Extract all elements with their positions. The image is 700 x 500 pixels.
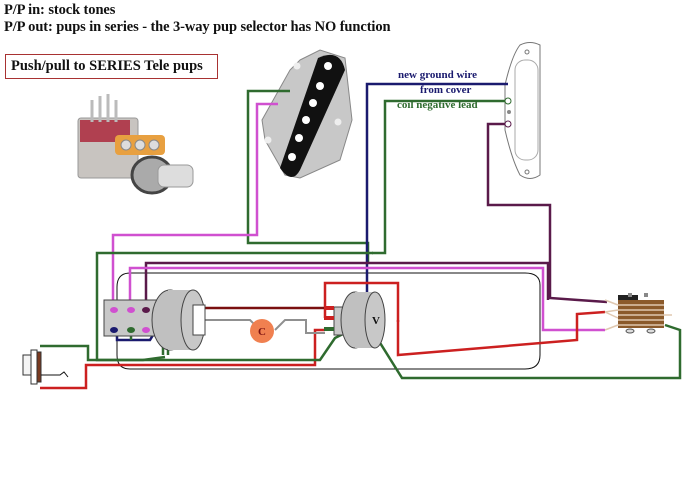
wires bbox=[40, 82, 682, 390]
volume-pot-label: V bbox=[372, 315, 380, 327]
wire-bridge-magenta bbox=[111, 102, 278, 305]
wire-green-jack bbox=[40, 344, 166, 362]
header-line-1: P/P in: stock tones bbox=[4, 2, 116, 18]
bridge-pickup bbox=[261, 49, 353, 179]
label-new-ground-wire: new ground wire bbox=[398, 69, 477, 81]
wire-red-bottom bbox=[396, 310, 606, 357]
output-jack bbox=[22, 349, 69, 385]
push-pull-pot-image bbox=[77, 94, 194, 195]
neck-pickup bbox=[504, 42, 541, 179]
three-way-selector bbox=[604, 293, 672, 334]
capacitor: C bbox=[250, 319, 274, 343]
wire-ground-navy bbox=[365, 82, 508, 330]
diagram-title-box: Push/pull to SERIES Tele pups bbox=[5, 54, 218, 79]
capacitor-label: C bbox=[258, 326, 266, 338]
pot-lugs bbox=[110, 307, 150, 333]
label-coil-negative-lead: coil negative lead bbox=[397, 99, 478, 111]
wire-magenta-across bbox=[128, 266, 605, 332]
label-from-cover: from cover bbox=[420, 84, 472, 96]
wire-green-selector bbox=[365, 321, 682, 380]
pole-pieces bbox=[288, 62, 332, 161]
header-line-2: P/P out: pups in series - the 3-way pup … bbox=[4, 18, 391, 35]
wire-neck-purple bbox=[486, 122, 608, 304]
wire-red-jack bbox=[40, 328, 325, 390]
push-pull-pot bbox=[103, 289, 206, 351]
wire-coil-green bbox=[372, 99, 505, 255]
wire-red-upper bbox=[323, 281, 400, 322]
volume-pot: V bbox=[324, 291, 386, 349]
wire-purple-across bbox=[144, 261, 550, 305]
control-plate bbox=[116, 272, 541, 370]
